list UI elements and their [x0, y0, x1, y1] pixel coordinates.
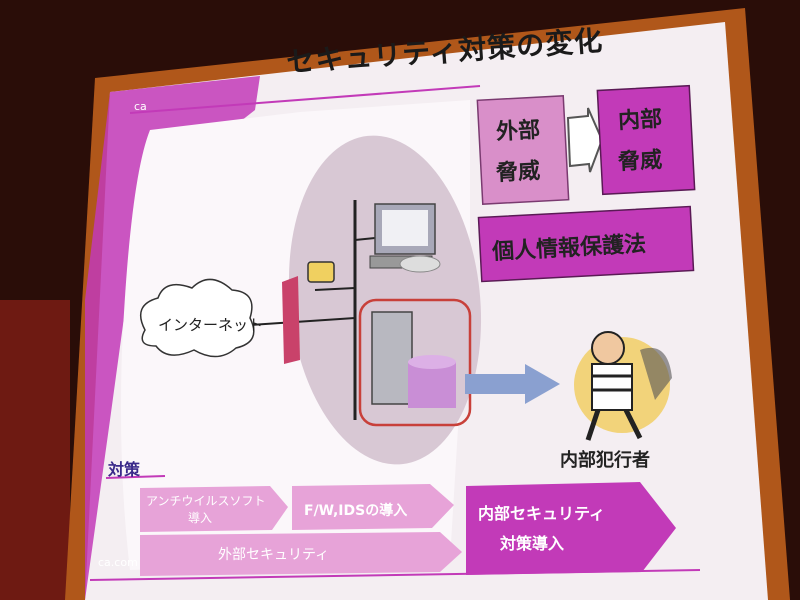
internal-threat-line1: 内部 [617, 106, 663, 135]
database-top [408, 355, 456, 369]
fwids-arrow [292, 484, 454, 530]
antivirus-arrow [140, 486, 288, 532]
internet-label: インターネット [158, 316, 264, 334]
external-threat-box [476, 95, 570, 205]
external-threat-line1: 外部 [495, 117, 541, 146]
internal-security-arrow [466, 482, 676, 575]
internal-threat-line2: 脅威 [617, 147, 663, 176]
insider-body [591, 363, 633, 411]
external-security-arrow [140, 532, 462, 576]
bottom-baseline [89, 569, 701, 581]
measures-underline [105, 475, 166, 479]
ca-logo-top: ca [134, 100, 147, 113]
insider-shadow [640, 347, 672, 400]
privacy-law-box [477, 205, 695, 283]
insider-head [591, 331, 625, 365]
external-security-label: 外部セキュリティ [218, 547, 330, 563]
firewall-icon [282, 276, 300, 364]
insider-label: 内部犯行者 [560, 450, 650, 471]
camera-icon [307, 261, 335, 283]
network-line-cam [314, 287, 356, 291]
fwids-label: F/W,IDSの導入 [304, 503, 408, 519]
antivirus-line1: アンチウイルスソフト [146, 494, 266, 508]
curtain-left [0, 300, 70, 600]
insider-legs [585, 408, 643, 441]
leak-arrow [465, 364, 560, 404]
external-threat-line2: 脅威 [495, 158, 541, 187]
antivirus-line2: 導入 [188, 511, 213, 525]
cloud-icon [139, 278, 255, 358]
internal-security-line1: 内部セキュリティ [478, 504, 606, 523]
left-band [85, 76, 260, 600]
disc-icon [399, 255, 441, 273]
title-underline [129, 85, 481, 114]
database-icon [408, 362, 456, 408]
network-line-h [249, 317, 356, 326]
measures-label: 対策 [108, 460, 141, 479]
internal-security-line2: 対策導入 [500, 534, 565, 553]
monitor-screen [382, 210, 428, 246]
server-icon [371, 311, 413, 405]
ca-logo-bottom: ca.com [98, 556, 138, 569]
internal-threat-box [596, 84, 696, 196]
db-zone [358, 298, 472, 427]
network-line-pc [354, 237, 376, 241]
threat-shift-arrow [566, 107, 604, 173]
